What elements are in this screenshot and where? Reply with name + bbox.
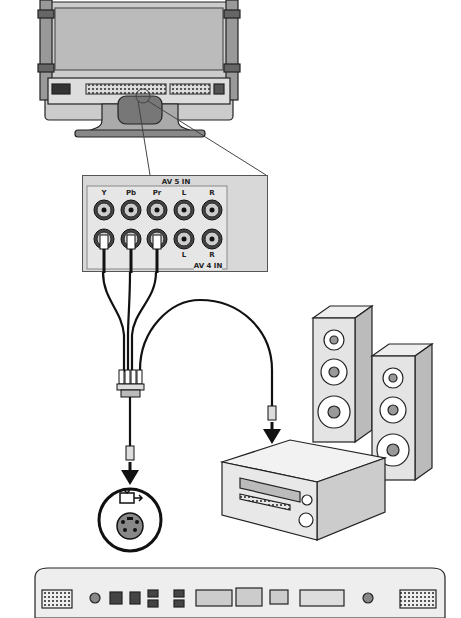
audio-plug [268,406,276,420]
adapter-plugs [117,370,144,460]
input-group-label: AV 4 IN [194,262,223,270]
input-group-label: AV 5 IN [162,178,191,186]
callout-leader [136,89,266,175]
jack-label: L [182,251,186,259]
s-video-port [99,489,161,551]
jack-panel [83,176,269,273]
jack-label: Pr [153,189,162,197]
jack-panel-callout: AV 5 INYPbPrLRLRAV 4 IN [82,175,268,272]
stereo-receiver [222,440,385,540]
component-cable [103,272,156,446]
tv-rear [38,0,240,137]
jack-label: L [182,189,186,197]
audio-cable [140,300,272,406]
jack-label: R [209,189,214,197]
jack-label: Y [101,189,106,197]
jack-label: R [209,251,214,259]
jack-label: Pb [126,189,136,197]
laptop-rear [35,568,445,618]
